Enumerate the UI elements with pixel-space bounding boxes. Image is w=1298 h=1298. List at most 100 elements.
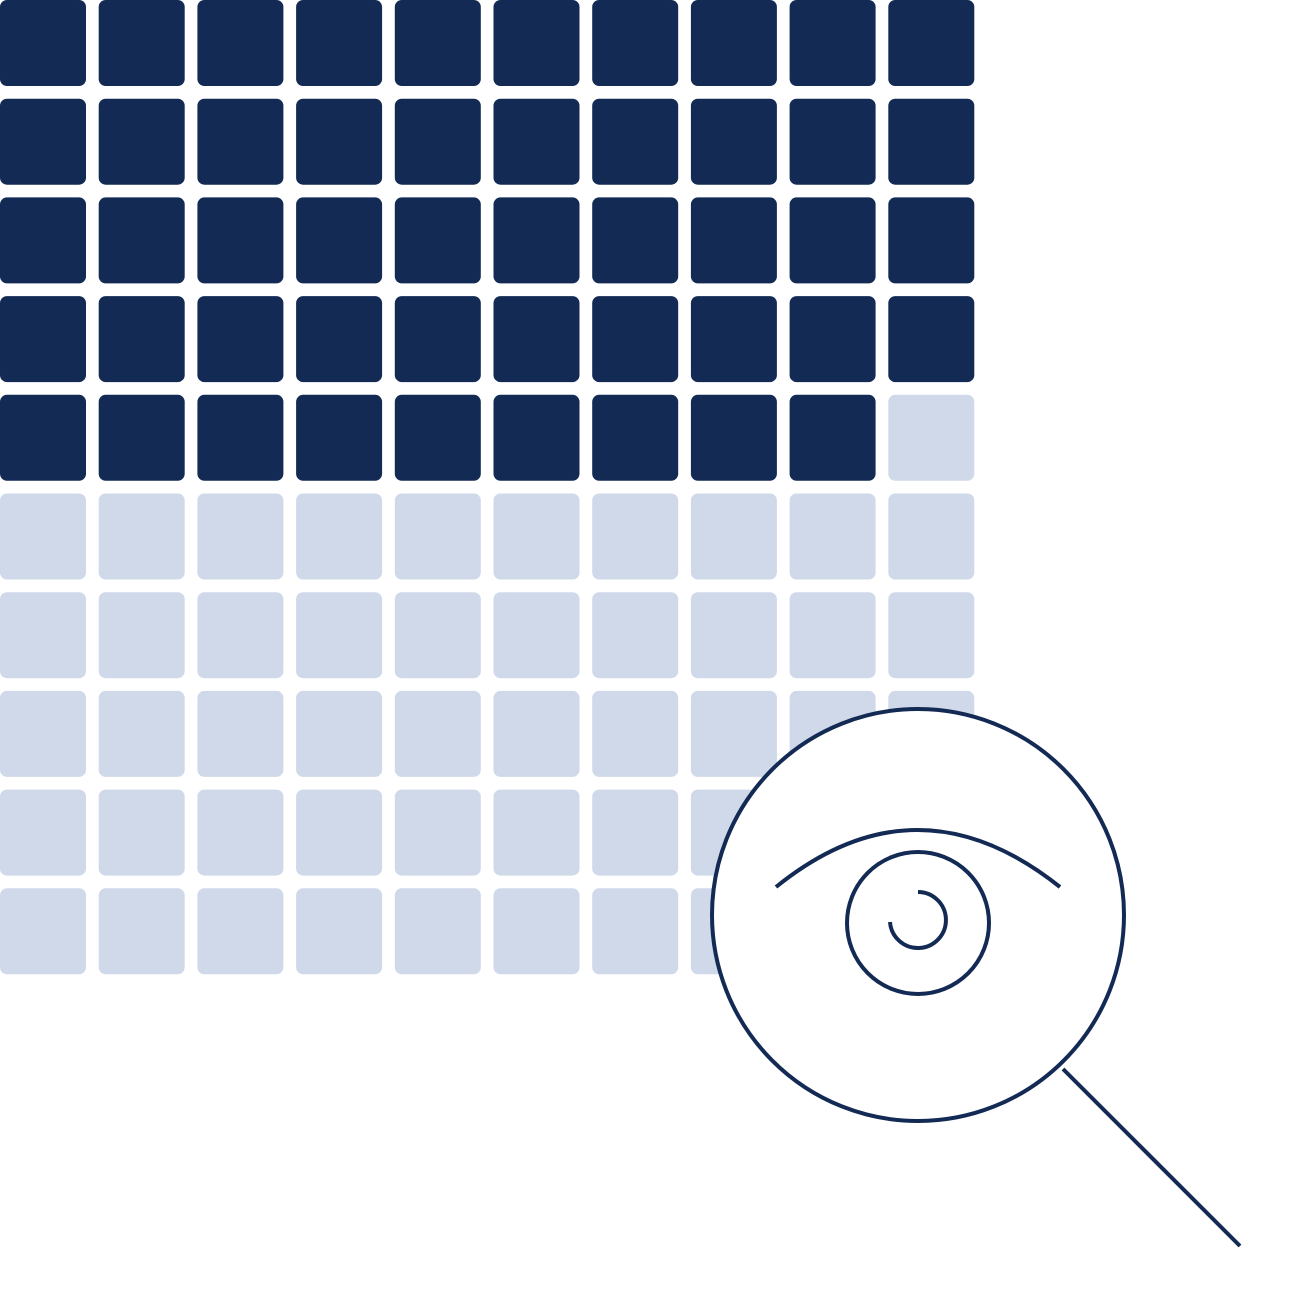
- waffle-cell-filled: [296, 197, 383, 284]
- waffle-cell-empty: [888, 394, 975, 481]
- waffle-cell-filled: [394, 394, 481, 481]
- waffle-cell-filled: [592, 394, 679, 481]
- waffle-cell-empty: [690, 493, 777, 580]
- waffle-cell-filled: [690, 98, 777, 185]
- waffle-cell-empty: [296, 493, 383, 580]
- waffle-cell-empty: [394, 888, 481, 975]
- waffle-cell-filled: [493, 197, 580, 284]
- waffle-cell-empty: [98, 690, 185, 777]
- waffle-cell-empty: [789, 493, 876, 580]
- waffle-cell-filled: [394, 0, 481, 86]
- waffle-cell-filled: [690, 0, 777, 86]
- waffle-cell-empty: [197, 493, 284, 580]
- waffle-cell-empty: [493, 789, 580, 876]
- waffle-cell-filled: [394, 197, 481, 284]
- waffle-cell-filled: [98, 394, 185, 481]
- waffle-cell-filled: [592, 0, 679, 86]
- waffle-cell-empty: [888, 592, 975, 679]
- waffle-cell-empty: [98, 789, 185, 876]
- waffle-cell-filled: [888, 197, 975, 284]
- waffle-cell-empty: [690, 592, 777, 679]
- waffle-cell-empty: [394, 690, 481, 777]
- waffle-cell-filled: [789, 197, 876, 284]
- waffle-cell-filled: [592, 197, 679, 284]
- waffle-cell-filled: [0, 197, 86, 284]
- waffle-cell-filled: [197, 197, 284, 284]
- waffle-cell-empty: [197, 888, 284, 975]
- magnifying-glass-icon: [710, 707, 1242, 1248]
- eye-lid: [774, 828, 1062, 889]
- waffle-cell-empty: [0, 690, 86, 777]
- waffle-cell-filled: [493, 98, 580, 185]
- waffle-cell-empty: [98, 592, 185, 679]
- waffle-cell-empty: [394, 592, 481, 679]
- waffle-cell-filled: [296, 98, 383, 185]
- waffle-cell-filled: [197, 296, 284, 383]
- waffle-cell-filled: [789, 98, 876, 185]
- waffle-cell-filled: [690, 296, 777, 383]
- waffle-cell-filled: [98, 98, 185, 185]
- waffle-cell-filled: [98, 296, 185, 383]
- waffle-cell-empty: [493, 592, 580, 679]
- waffle-cell-filled: [789, 394, 876, 481]
- waffle-cell-empty: [493, 888, 580, 975]
- waffle-cell-filled: [493, 394, 580, 481]
- waffle-cell-filled: [493, 296, 580, 383]
- waffle-cell-empty: [394, 789, 481, 876]
- waffle-cell-empty: [493, 493, 580, 580]
- waffle-cell-filled: [888, 0, 975, 86]
- waffle-cell-filled: [394, 296, 481, 383]
- waffle-cell-filled: [0, 394, 86, 481]
- waffle-cell-empty: [0, 888, 86, 975]
- waffle-cell-filled: [296, 394, 383, 481]
- waffle-cell-filled: [888, 98, 975, 185]
- eye-icon: [774, 828, 1062, 996]
- waffle-cell-empty: [296, 888, 383, 975]
- eye-iris: [845, 850, 991, 996]
- waffle-cell-empty: [592, 789, 679, 876]
- waffle-cell-empty: [493, 690, 580, 777]
- waffle-cell-filled: [197, 98, 284, 185]
- waffle-cell-empty: [592, 888, 679, 975]
- waffle-cell-filled: [592, 98, 679, 185]
- waffle-cell-filled: [789, 296, 876, 383]
- waffle-cell-empty: [296, 690, 383, 777]
- eye-pupil: [888, 890, 948, 950]
- waffle-cell-filled: [98, 0, 185, 86]
- waffle-cell-empty: [197, 789, 284, 876]
- waffle-cell-filled: [98, 197, 185, 284]
- waffle-cell-filled: [296, 0, 383, 86]
- waffle-cell-filled: [197, 394, 284, 481]
- waffle-cell-empty: [296, 592, 383, 679]
- waffle-cell-filled: [0, 296, 86, 383]
- waffle-cell-empty: [888, 493, 975, 580]
- waffle-cell-filled: [197, 0, 284, 86]
- waffle-cell-empty: [592, 592, 679, 679]
- waffle-cell-filled: [592, 296, 679, 383]
- waffle-cell-filled: [493, 0, 580, 86]
- waffle-cell-filled: [296, 296, 383, 383]
- waffle-cell-empty: [592, 493, 679, 580]
- waffle-cell-filled: [690, 394, 777, 481]
- waffle-cell-empty: [197, 592, 284, 679]
- waffle-cell-empty: [197, 690, 284, 777]
- waffle-cell-empty: [98, 493, 185, 580]
- waffle-cell-empty: [0, 493, 86, 580]
- waffle-cell-filled: [394, 98, 481, 185]
- waffle-cell-filled: [0, 0, 86, 86]
- waffle-cell-empty: [0, 789, 86, 876]
- waffle-cell-empty: [690, 690, 777, 777]
- waffle-cell-empty: [98, 888, 185, 975]
- waffle-cell-empty: [394, 493, 481, 580]
- waffle-cell-filled: [690, 197, 777, 284]
- magnifier-lens: [710, 707, 1126, 1123]
- waffle-cell-empty: [296, 789, 383, 876]
- magnifier-handle: [1061, 1067, 1242, 1248]
- waffle-cell-empty: [0, 592, 86, 679]
- waffle-cell-filled: [888, 296, 975, 383]
- waffle-cell-filled: [0, 98, 86, 185]
- waffle-cell-empty: [789, 592, 876, 679]
- waffle-cell-filled: [789, 0, 876, 86]
- waffle-cell-empty: [592, 690, 679, 777]
